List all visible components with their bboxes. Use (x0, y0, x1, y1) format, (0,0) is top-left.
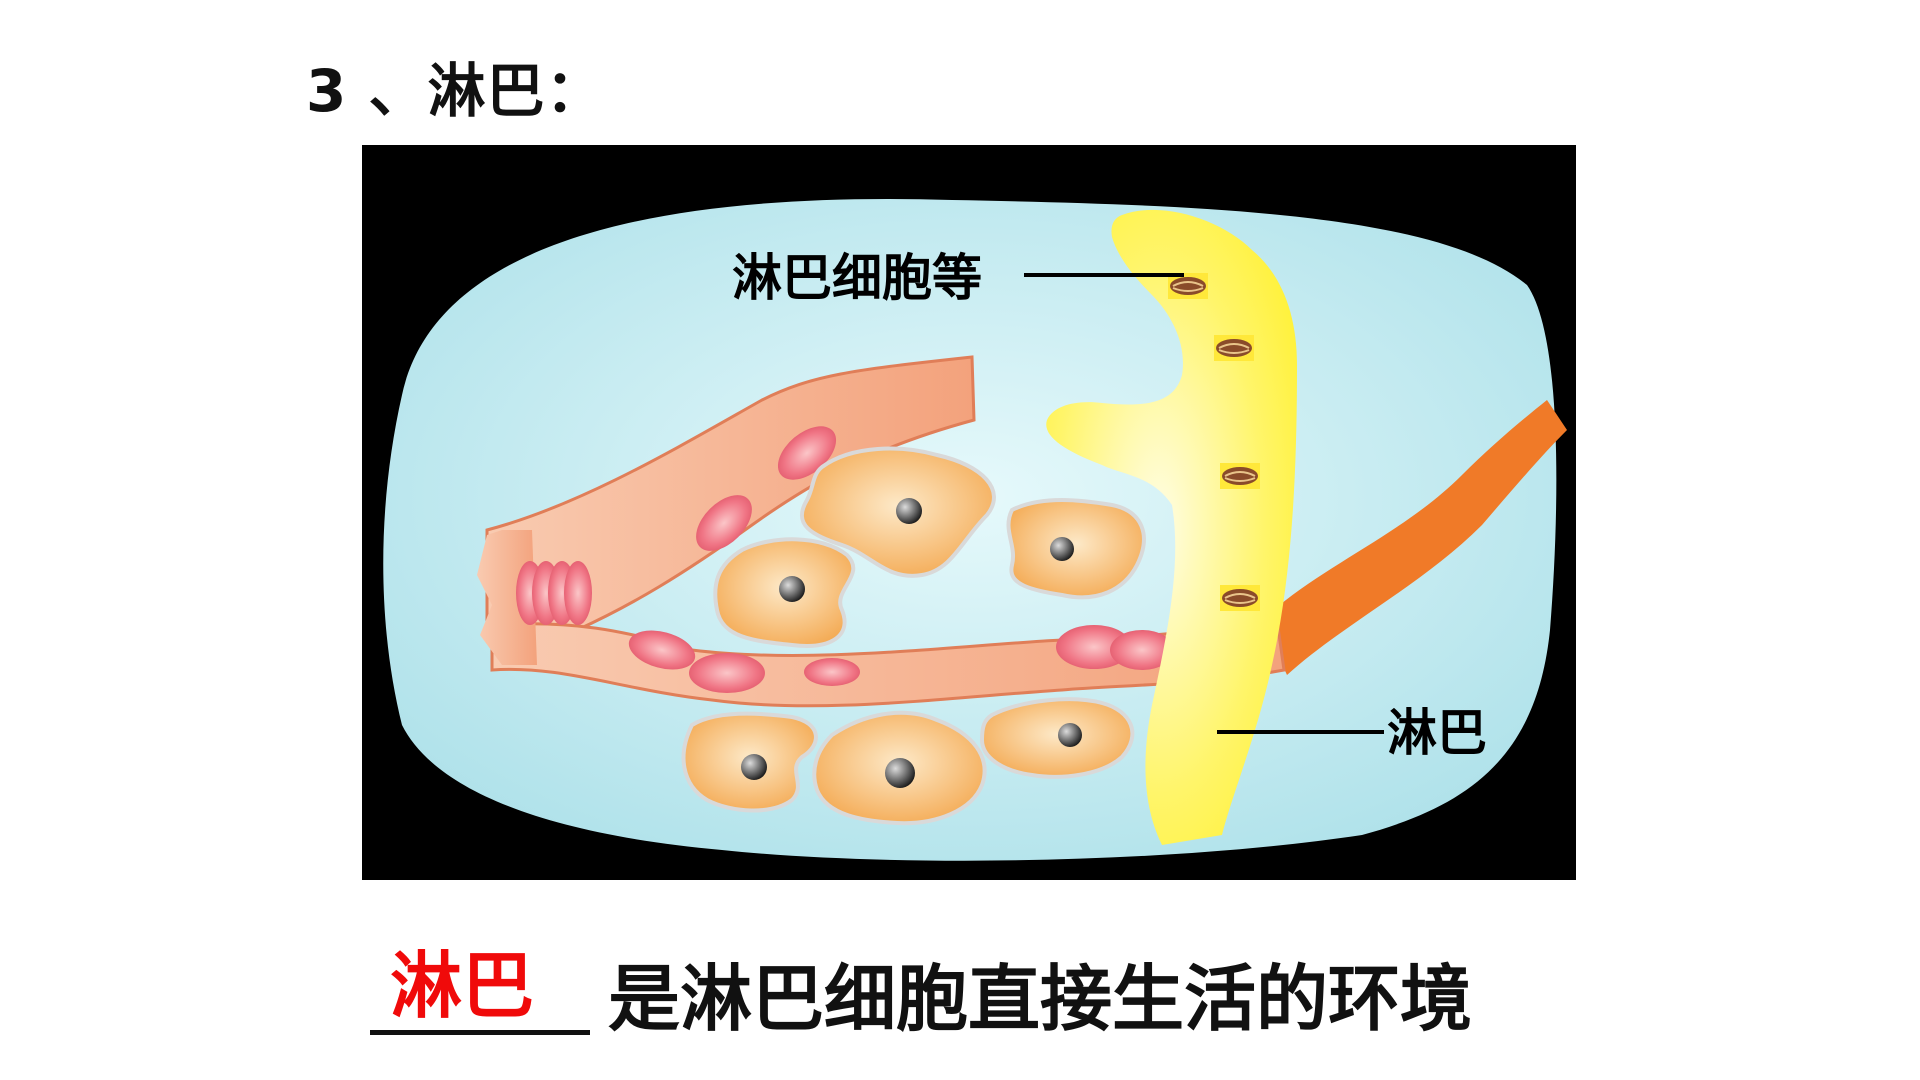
tissue-cells (681, 446, 1146, 826)
caption-text: 是淋巴细胞直接生活的环境 (608, 957, 1473, 1041)
nucleus (779, 576, 805, 602)
lymphocyte-label: 淋巴细胞等 (732, 249, 982, 307)
lymphocyte (1220, 463, 1260, 489)
lymphocyte (1168, 273, 1208, 299)
red-blood-cell (628, 630, 696, 670)
lymph-vessel (1046, 209, 1297, 845)
red-blood-cell (804, 658, 860, 686)
nucleus (1058, 723, 1082, 747)
nucleus (1050, 537, 1074, 561)
tissue-cell (1006, 498, 1146, 600)
tissue-cell (979, 697, 1135, 779)
nucleus (741, 754, 767, 780)
answer-text: 淋巴 (390, 944, 535, 1028)
red-blood-cell (1110, 630, 1174, 670)
lymph-label: 淋巴 (1387, 704, 1487, 762)
artery (1262, 400, 1567, 675)
capillary-stub (477, 530, 537, 665)
red-blood-cell (564, 561, 592, 625)
caption: 淋巴 是淋巴细胞直接生活的环境 (370, 950, 1472, 1050)
tissue-cell (800, 446, 996, 578)
lymph-diagram-svg: 淋巴细胞等 淋巴 (383, 199, 1567, 861)
tissue-cell (713, 537, 856, 648)
nucleus (885, 758, 915, 788)
answer-blank: 淋巴 (370, 950, 590, 1035)
tissue-cell (812, 710, 987, 826)
nucleus (896, 498, 922, 524)
capillary-upper (485, 355, 976, 637)
lymphocyte (1220, 585, 1260, 611)
red-blood-cell (689, 653, 765, 693)
red-blood-cell (696, 495, 752, 551)
slide-title: 3 、淋巴： (306, 57, 605, 125)
lymphocyte (1214, 335, 1254, 361)
tissue-cell (681, 711, 818, 813)
lymphocytes (1168, 273, 1260, 611)
lymph-diagram: 淋巴细胞等 淋巴 (362, 145, 1576, 880)
